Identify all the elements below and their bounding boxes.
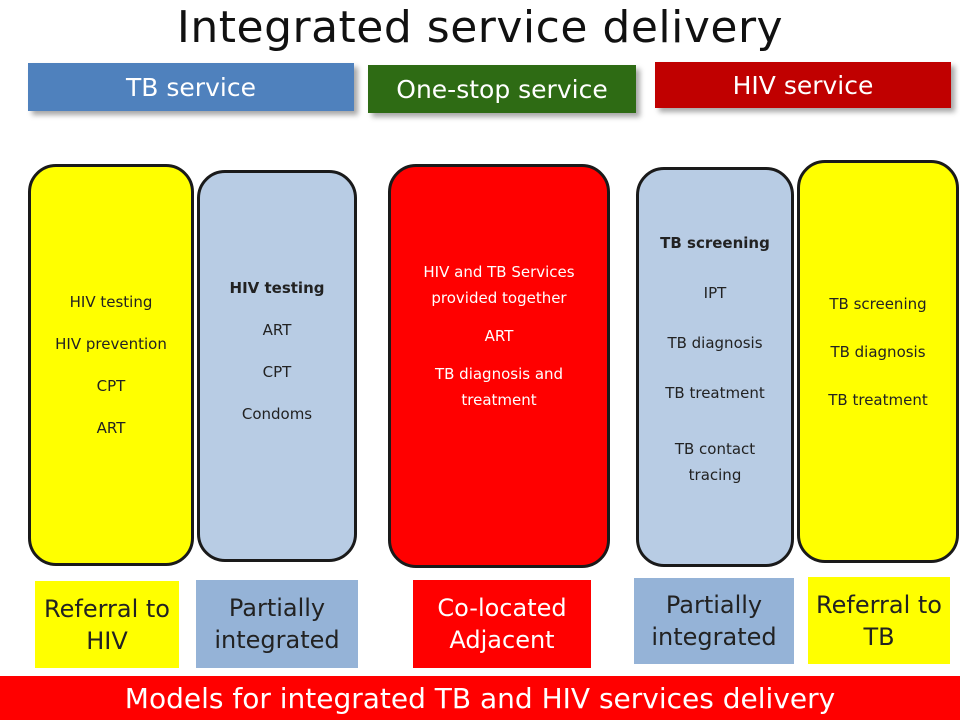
column-item: CPT: [96, 377, 126, 395]
label-partially-integrated-hiv: Partially integrated: [634, 578, 794, 664]
column-item: TB treatment: [828, 390, 928, 409]
header-one-stop-service: One-stop service: [368, 65, 636, 113]
header-hiv-label: HIV service: [732, 70, 874, 100]
column-one-stop: HIV and TB Services provided together AR…: [388, 164, 610, 568]
header-onestop-label: One-stop service: [396, 74, 608, 104]
column-hiv-partial: TB screening IPT TB diagnosis TB treatme…: [636, 167, 794, 567]
column-item: TB contact tracing: [674, 440, 756, 484]
column-item: TB diagnosis: [667, 334, 763, 352]
column-item: ART: [262, 321, 292, 339]
header-hiv-service: HIV service: [655, 62, 951, 108]
footer-banner: Models for integrated TB and HIV service…: [0, 676, 960, 720]
column-item: TB treatment: [665, 384, 765, 402]
column-item: HIV testing: [69, 293, 153, 311]
column-item: HIV and TB Services provided together: [423, 263, 575, 307]
page-title: Integrated service delivery: [176, 2, 784, 53]
column-hiv-referral: TB screening TB diagnosis TB treatment: [797, 160, 959, 563]
column-item: HIV testing: [229, 279, 325, 297]
column-item: TB diagnosis and treatment: [434, 365, 564, 409]
column-item: Condoms: [241, 405, 313, 423]
column-item: ART: [96, 419, 126, 437]
column-item: TB screening: [660, 234, 770, 252]
column-tb-partial: HIV testing ART CPT Condoms: [197, 170, 357, 562]
label-referral-to-tb: Referral to TB: [808, 577, 950, 664]
column-tb-referral: HIV testing HIV prevention CPT ART: [28, 164, 194, 566]
header-tb-label: TB service: [126, 72, 256, 102]
label-partially-integrated-tb: Partially integrated: [196, 580, 358, 668]
column-item: TB screening: [829, 294, 927, 313]
label-co-located-adjacent: Co-located Adjacent: [413, 580, 591, 668]
column-item: TB diagnosis: [830, 342, 926, 361]
column-item: ART: [484, 327, 514, 345]
label-referral-to-hiv: Referral to HIV: [35, 581, 179, 668]
header-tb-service: TB service: [28, 63, 354, 111]
column-item: HIV prevention: [55, 335, 167, 353]
column-item: IPT: [703, 284, 727, 302]
column-item: CPT: [262, 363, 292, 381]
footer-text: Models for integrated TB and HIV service…: [124, 681, 836, 715]
